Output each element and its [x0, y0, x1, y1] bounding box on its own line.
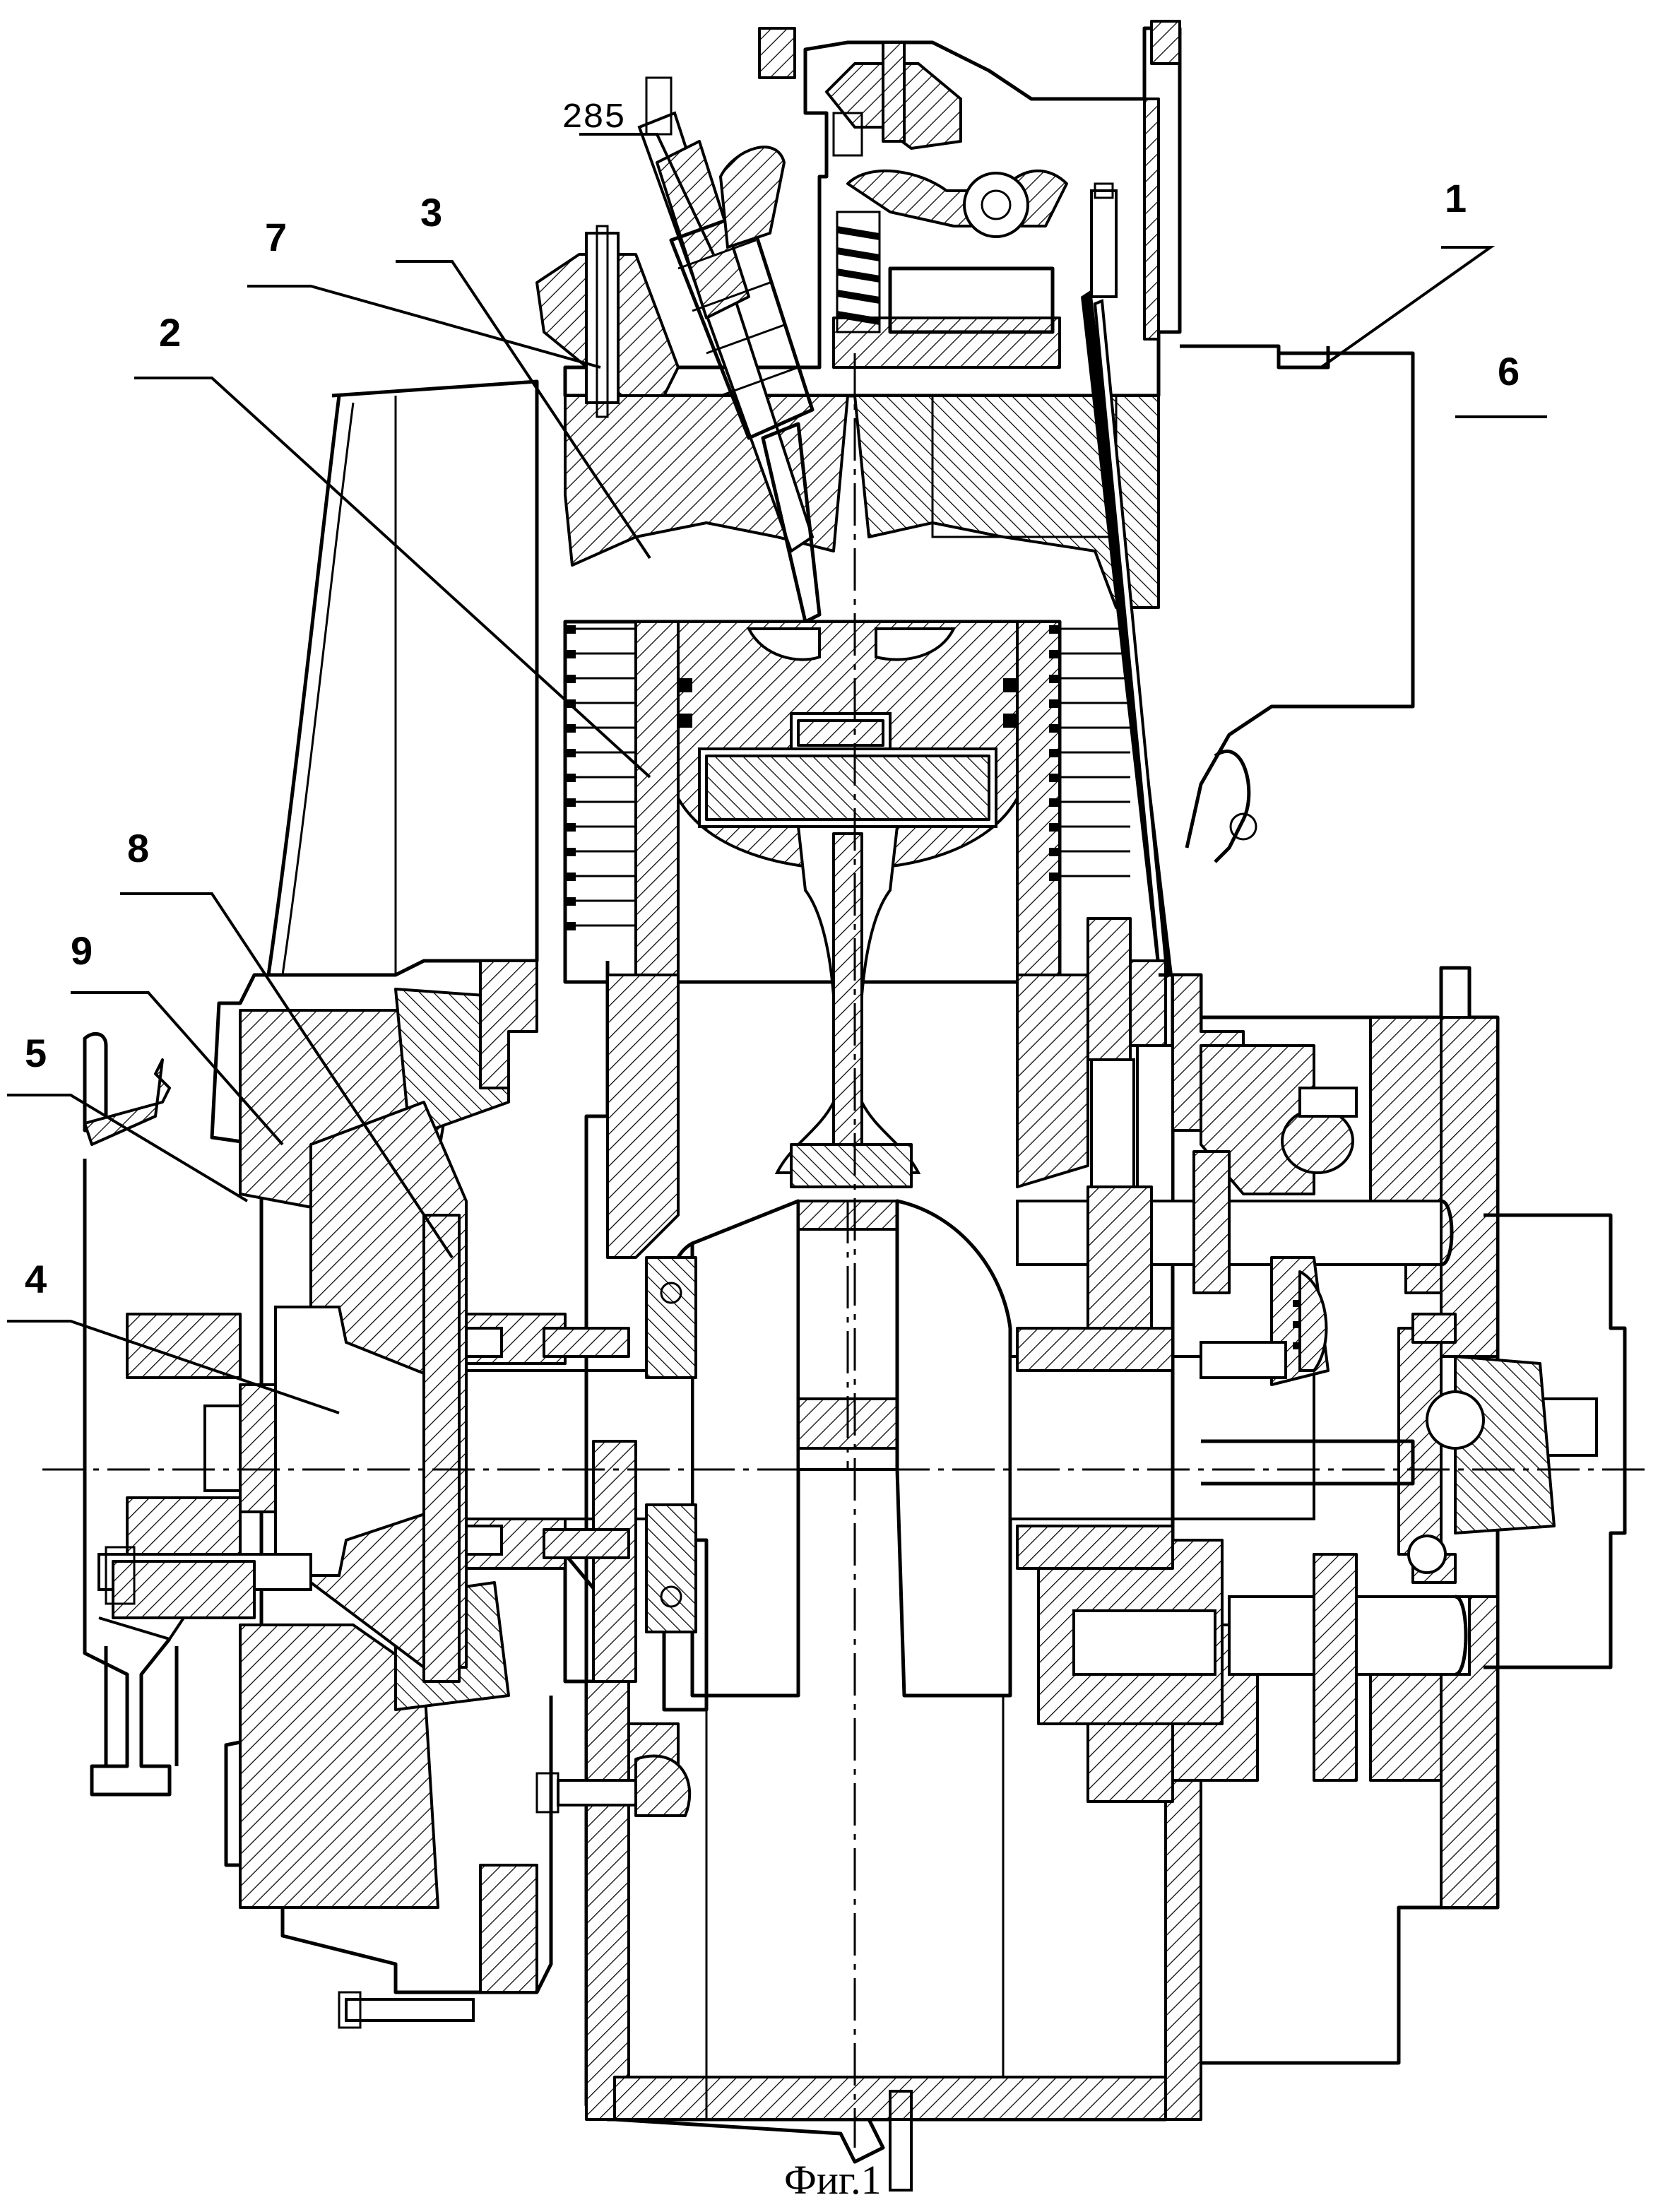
- figure-caption: Фиг.1: [784, 2157, 882, 2203]
- cooling-fins-left: [565, 625, 636, 930]
- callout-285: 285: [562, 98, 625, 138]
- callout-9: 9: [71, 928, 93, 973]
- callout-3: 3: [420, 190, 442, 235]
- callout-1: 1: [1445, 176, 1467, 220]
- callout-5: 5: [25, 1031, 47, 1075]
- callout-7: 7: [265, 215, 287, 259]
- valve-spring: [837, 212, 880, 332]
- callout-8: 8: [127, 826, 149, 870]
- air-intake-duct: [1180, 346, 1413, 862]
- callout-6: 6: [1498, 349, 1520, 394]
- callout-2: 2: [159, 310, 181, 355]
- connecting-rod: [777, 827, 918, 1187]
- callout-4: 4: [25, 1257, 47, 1301]
